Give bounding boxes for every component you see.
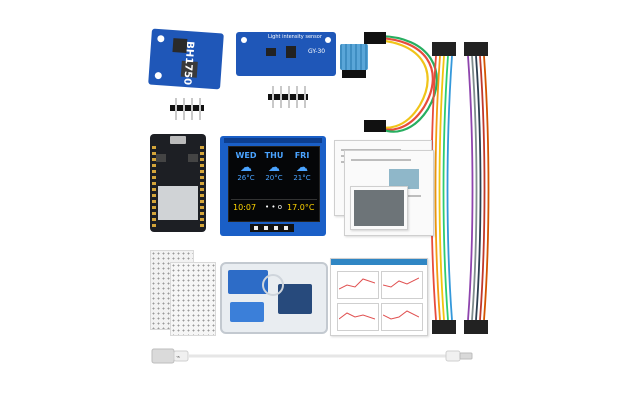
dht11-sensor bbox=[340, 44, 368, 78]
oled-display-module: WED ☁ 26°C THU ☁ 20°C FRI ☁ 21°C 10:07 •… bbox=[220, 136, 326, 236]
bh1750-module: BH1750 bbox=[148, 28, 224, 90]
gy30-top-silk: Light intensity sensor bbox=[268, 34, 322, 40]
gy30-light-sensor-module: Light intensity sensor GY-30 bbox=[236, 32, 336, 76]
mounting-hole bbox=[325, 37, 331, 43]
header-pins-bh1750 bbox=[170, 98, 204, 120]
mounting-hole bbox=[241, 37, 247, 43]
day-label: THU bbox=[264, 151, 284, 160]
tutorial-printout bbox=[330, 258, 428, 336]
mounting-hole bbox=[154, 71, 163, 80]
nodemcu-board bbox=[150, 134, 206, 232]
mounting-hole bbox=[157, 34, 165, 43]
temp-label: 21°C bbox=[293, 174, 311, 182]
cloud-icon: ☁ bbox=[268, 160, 280, 174]
usb-cable: ⌁ bbox=[151, 348, 473, 364]
manual-sheet-photo bbox=[350, 186, 408, 230]
jumper-wires-long-pair bbox=[430, 42, 490, 334]
mini-breadboard bbox=[170, 262, 216, 336]
gy30-side-silk: GY-30 bbox=[308, 48, 326, 55]
current-temperature: 17.0°C bbox=[287, 203, 315, 212]
cloud-icon: ☁ bbox=[296, 160, 308, 174]
bh1750-silk-label: BH1750 bbox=[181, 40, 196, 86]
status-dots: • • o bbox=[265, 203, 282, 211]
sensor-chip bbox=[266, 48, 276, 56]
time-readout: 10:07 bbox=[233, 203, 257, 212]
day-label: WED bbox=[235, 151, 257, 160]
oled-pin-header bbox=[250, 224, 294, 232]
sensor-chip bbox=[286, 46, 296, 58]
header-pins-gy30 bbox=[268, 86, 308, 108]
temp-label: 20°C bbox=[265, 174, 283, 182]
day-label: FRI bbox=[294, 151, 310, 160]
component-storage-box bbox=[220, 262, 328, 334]
weather-forecast: WED ☁ 26°C THU ☁ 20°C FRI ☁ 21°C bbox=[229, 151, 319, 195]
temp-label: 26°C bbox=[237, 174, 255, 182]
oled-screen: WED ☁ 26°C THU ☁ 20°C FRI ☁ 21°C 10:07 •… bbox=[228, 146, 320, 222]
cloud-icon: ☁ bbox=[240, 160, 252, 174]
usb-symbol-icon: ⌁ bbox=[176, 353, 180, 361]
